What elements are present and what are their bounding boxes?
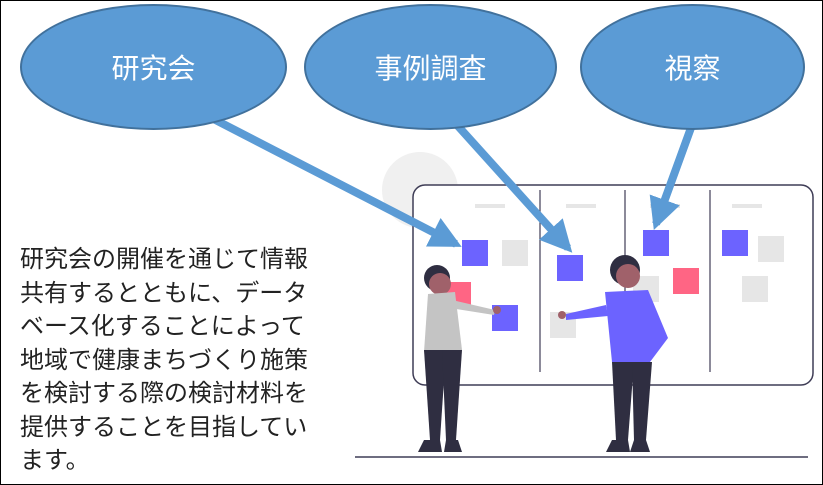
arrow-case-study: [445, 112, 573, 253]
card-purple: [557, 255, 583, 281]
card-gray: [742, 276, 768, 302]
card-purple: [462, 240, 488, 266]
bubble-research-meeting: 研究会: [20, 4, 287, 130]
column-header-2: [566, 204, 596, 208]
card-gray: [758, 236, 784, 262]
column-header-1: [475, 204, 505, 208]
card-purple: [643, 230, 669, 256]
bubble-label: 視察: [664, 52, 721, 85]
bubble-case-study: 事例調査: [304, 4, 557, 130]
arrow-site-visit: [649, 123, 696, 231]
card-pink: [673, 268, 699, 294]
woman-figure: [418, 265, 501, 452]
card-gray: [502, 240, 528, 266]
bubble-label: 研究会: [111, 52, 196, 85]
arrow-research-meeting: [198, 108, 462, 248]
description-text: 研究会の開催を通じて情報 共有するとともに、データ ベース化することによって 地…: [20, 245, 308, 474]
bubble-label: 事例調査: [374, 52, 487, 85]
bubble-site-visit: 視察: [580, 4, 805, 130]
column-header-4: [732, 204, 762, 208]
kanban-board: [412, 184, 814, 386]
man-figure: [558, 255, 668, 452]
card-purple: [722, 230, 748, 256]
